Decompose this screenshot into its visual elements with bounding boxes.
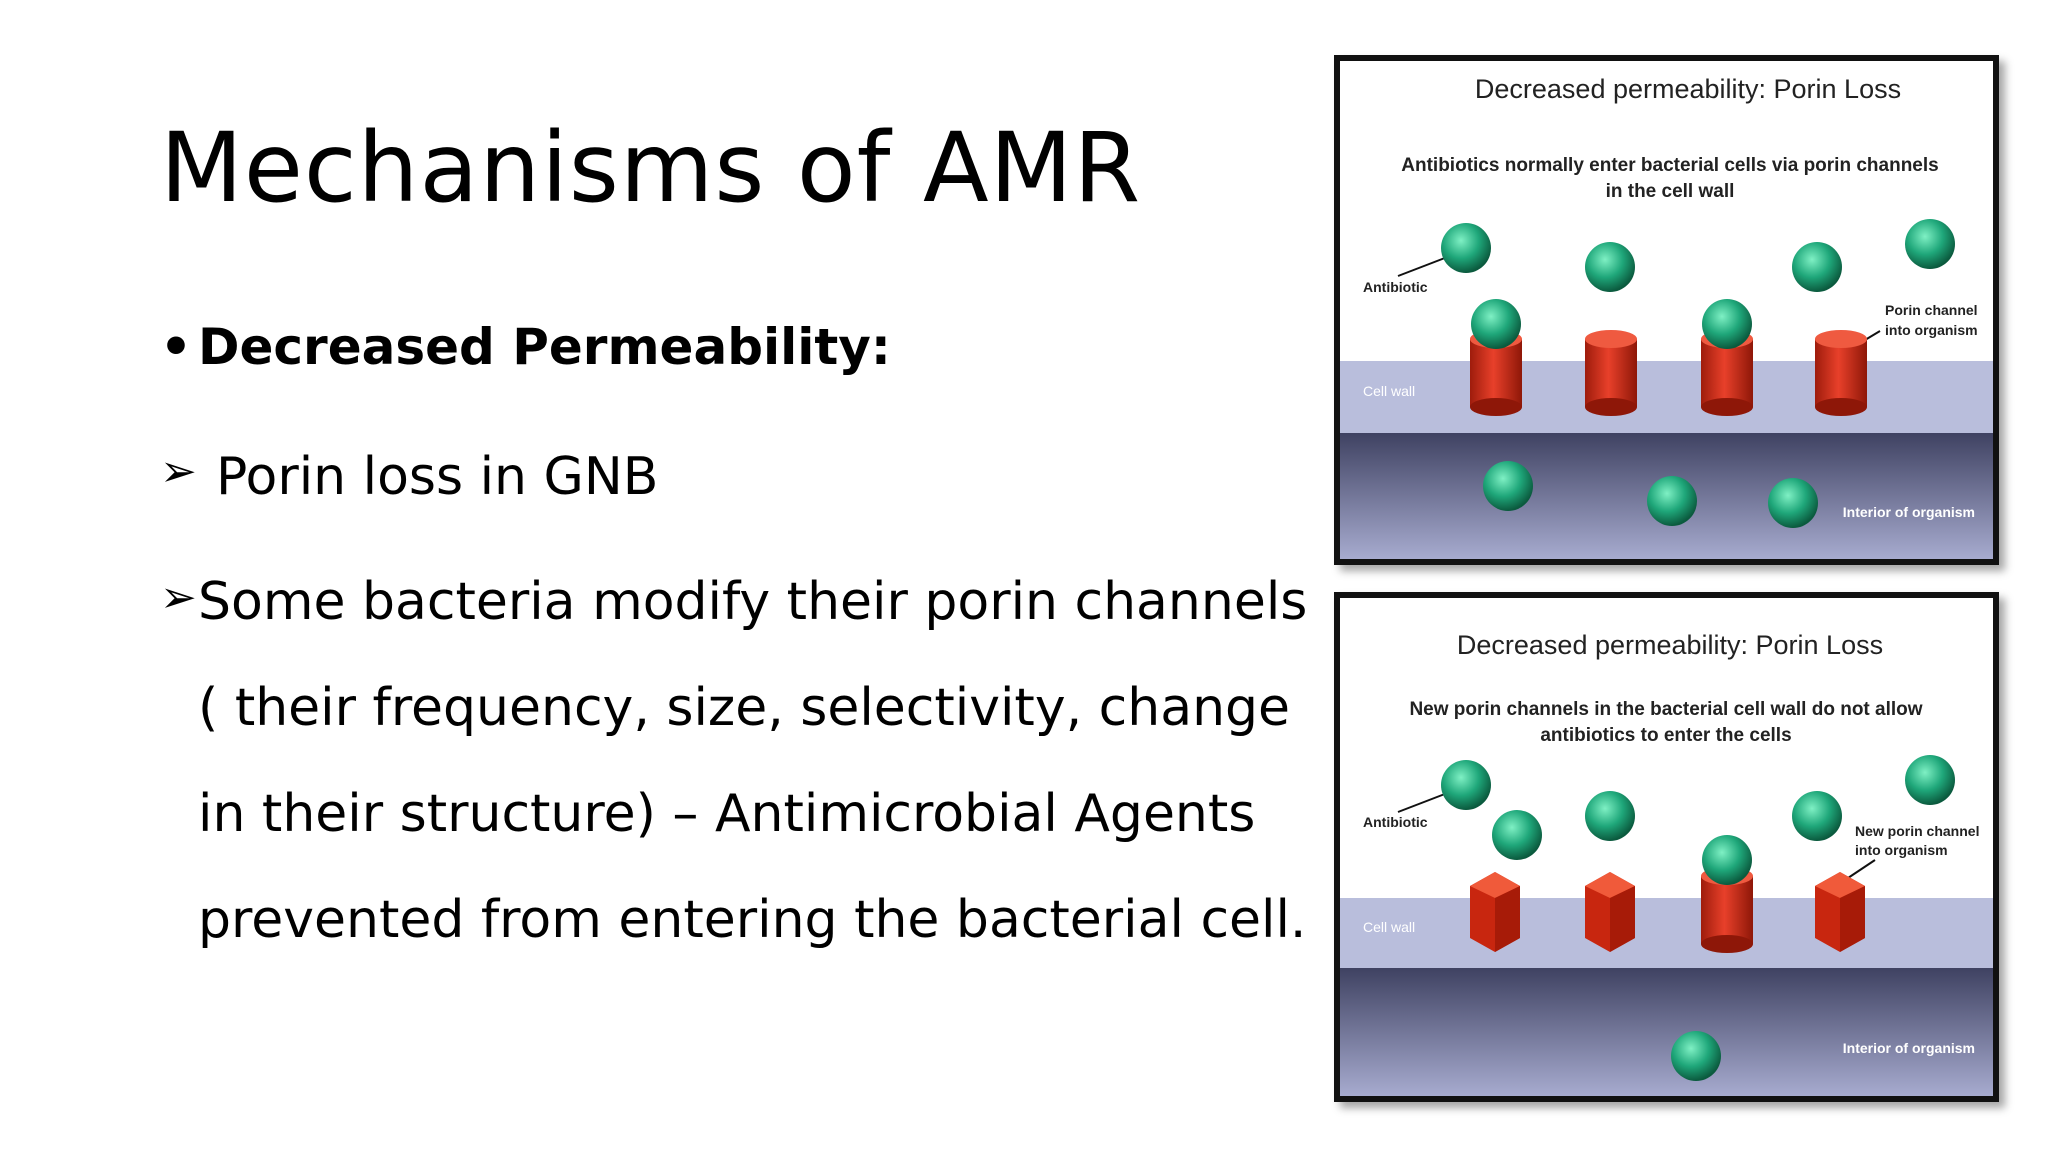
porin-label-line: into organism xyxy=(1855,842,1948,858)
figure-title: Decreased permeability: Porin Loss xyxy=(1457,630,1883,660)
cell-wall-band xyxy=(1340,898,1993,968)
bullet-dot-icon: • xyxy=(160,318,192,376)
porin-channel-4 xyxy=(1815,330,1867,416)
porin-channel-2 xyxy=(1585,330,1637,416)
interior-label: Interior of organism xyxy=(1843,504,1975,520)
figure-modified-porins: Decreased permeability: Porin Loss New p… xyxy=(1334,592,1999,1102)
sub-point-line: Some bacteria modify their porin channel… xyxy=(198,572,1308,632)
cell-wall-label: Cell wall xyxy=(1363,919,1415,935)
sub-point-porin-modify: ➢ xyxy=(160,572,200,633)
sub-point-text: Porin loss in GNB xyxy=(216,447,659,507)
figure-caption-line: New porin channels in the bacterial cell… xyxy=(1409,699,1922,720)
modified-porin-1 xyxy=(1470,872,1520,952)
cell-wall-band xyxy=(1340,361,1993,433)
cell-wall-label: Cell wall xyxy=(1363,383,1415,399)
antibiotic-particle xyxy=(1585,791,1635,841)
porin-diagram-normal: Decreased permeability: Porin Loss Antib… xyxy=(1340,74,1993,559)
interior-label: Interior of organism xyxy=(1843,1040,1975,1056)
figure-caption-line: in the cell wall xyxy=(1606,181,1735,202)
antibiotic-particle xyxy=(1441,223,1491,273)
antibiotic-particle xyxy=(1585,242,1635,292)
antibiotic-particle xyxy=(1483,461,1533,511)
bullet-heading: Decreased Permeability: xyxy=(198,318,891,376)
figure-title: Decreased permeability: Porin Loss xyxy=(1475,74,1901,104)
antibiotic-label: Antibiotic xyxy=(1363,279,1428,295)
sub-point-line: prevented from entering the bacterial ce… xyxy=(198,890,1307,950)
antibiotic-particle xyxy=(1792,791,1842,841)
arrow-bullet-icon: ➢ xyxy=(160,572,197,623)
antibiotic-particle xyxy=(1905,755,1955,805)
antibiotic-particle xyxy=(1647,476,1697,526)
antibiotic-particle xyxy=(1471,299,1521,349)
porin-label-line: Porin channel xyxy=(1885,302,1978,318)
arrow-bullet-icon: ➢ xyxy=(160,446,197,497)
antibiotic-particle xyxy=(1441,760,1491,810)
interior-band xyxy=(1340,968,1993,1096)
antibiotic-particle xyxy=(1702,835,1752,885)
antibiotic-particle xyxy=(1792,242,1842,292)
porin-diagram-modified: Decreased permeability: Porin Loss New p… xyxy=(1340,630,1993,1096)
antibiotic-pointer xyxy=(1397,255,1451,277)
antibiotic-label: Antibiotic xyxy=(1363,814,1428,830)
antibiotic-particle xyxy=(1768,478,1818,528)
antibiotic-particle xyxy=(1702,299,1752,349)
antibiotic-pointer xyxy=(1397,791,1451,813)
figure-normal-porins: Decreased permeability: Porin Loss Antib… xyxy=(1334,55,1999,565)
figure-caption-line: Antibiotics normally enter bacterial cel… xyxy=(1401,155,1938,176)
antibiotic-particle xyxy=(1671,1031,1721,1081)
figure-caption-line: antibiotics to enter the cells xyxy=(1540,725,1791,746)
porin-pointer xyxy=(1844,859,1876,881)
slide-title: Mechanisms of AMR xyxy=(160,112,1142,224)
sub-point-porin-loss: ➢ Porin loss in GNB xyxy=(160,446,658,507)
antibiotic-particle xyxy=(1905,219,1955,269)
sub-point-line: ( their frequency, size, selectivity, ch… xyxy=(198,678,1291,738)
bullet-decreased-permeability: •Decreased Permeability: xyxy=(160,318,891,376)
modified-porin-3 xyxy=(1815,872,1865,952)
porin-label-line: into organism xyxy=(1885,322,1978,338)
porin-label-line: New porin channel xyxy=(1855,823,1979,839)
modified-porin-2 xyxy=(1585,872,1635,952)
sub-point-line: in their structure) – Antimicrobial Agen… xyxy=(198,784,1256,844)
antibiotic-particle xyxy=(1492,810,1542,860)
